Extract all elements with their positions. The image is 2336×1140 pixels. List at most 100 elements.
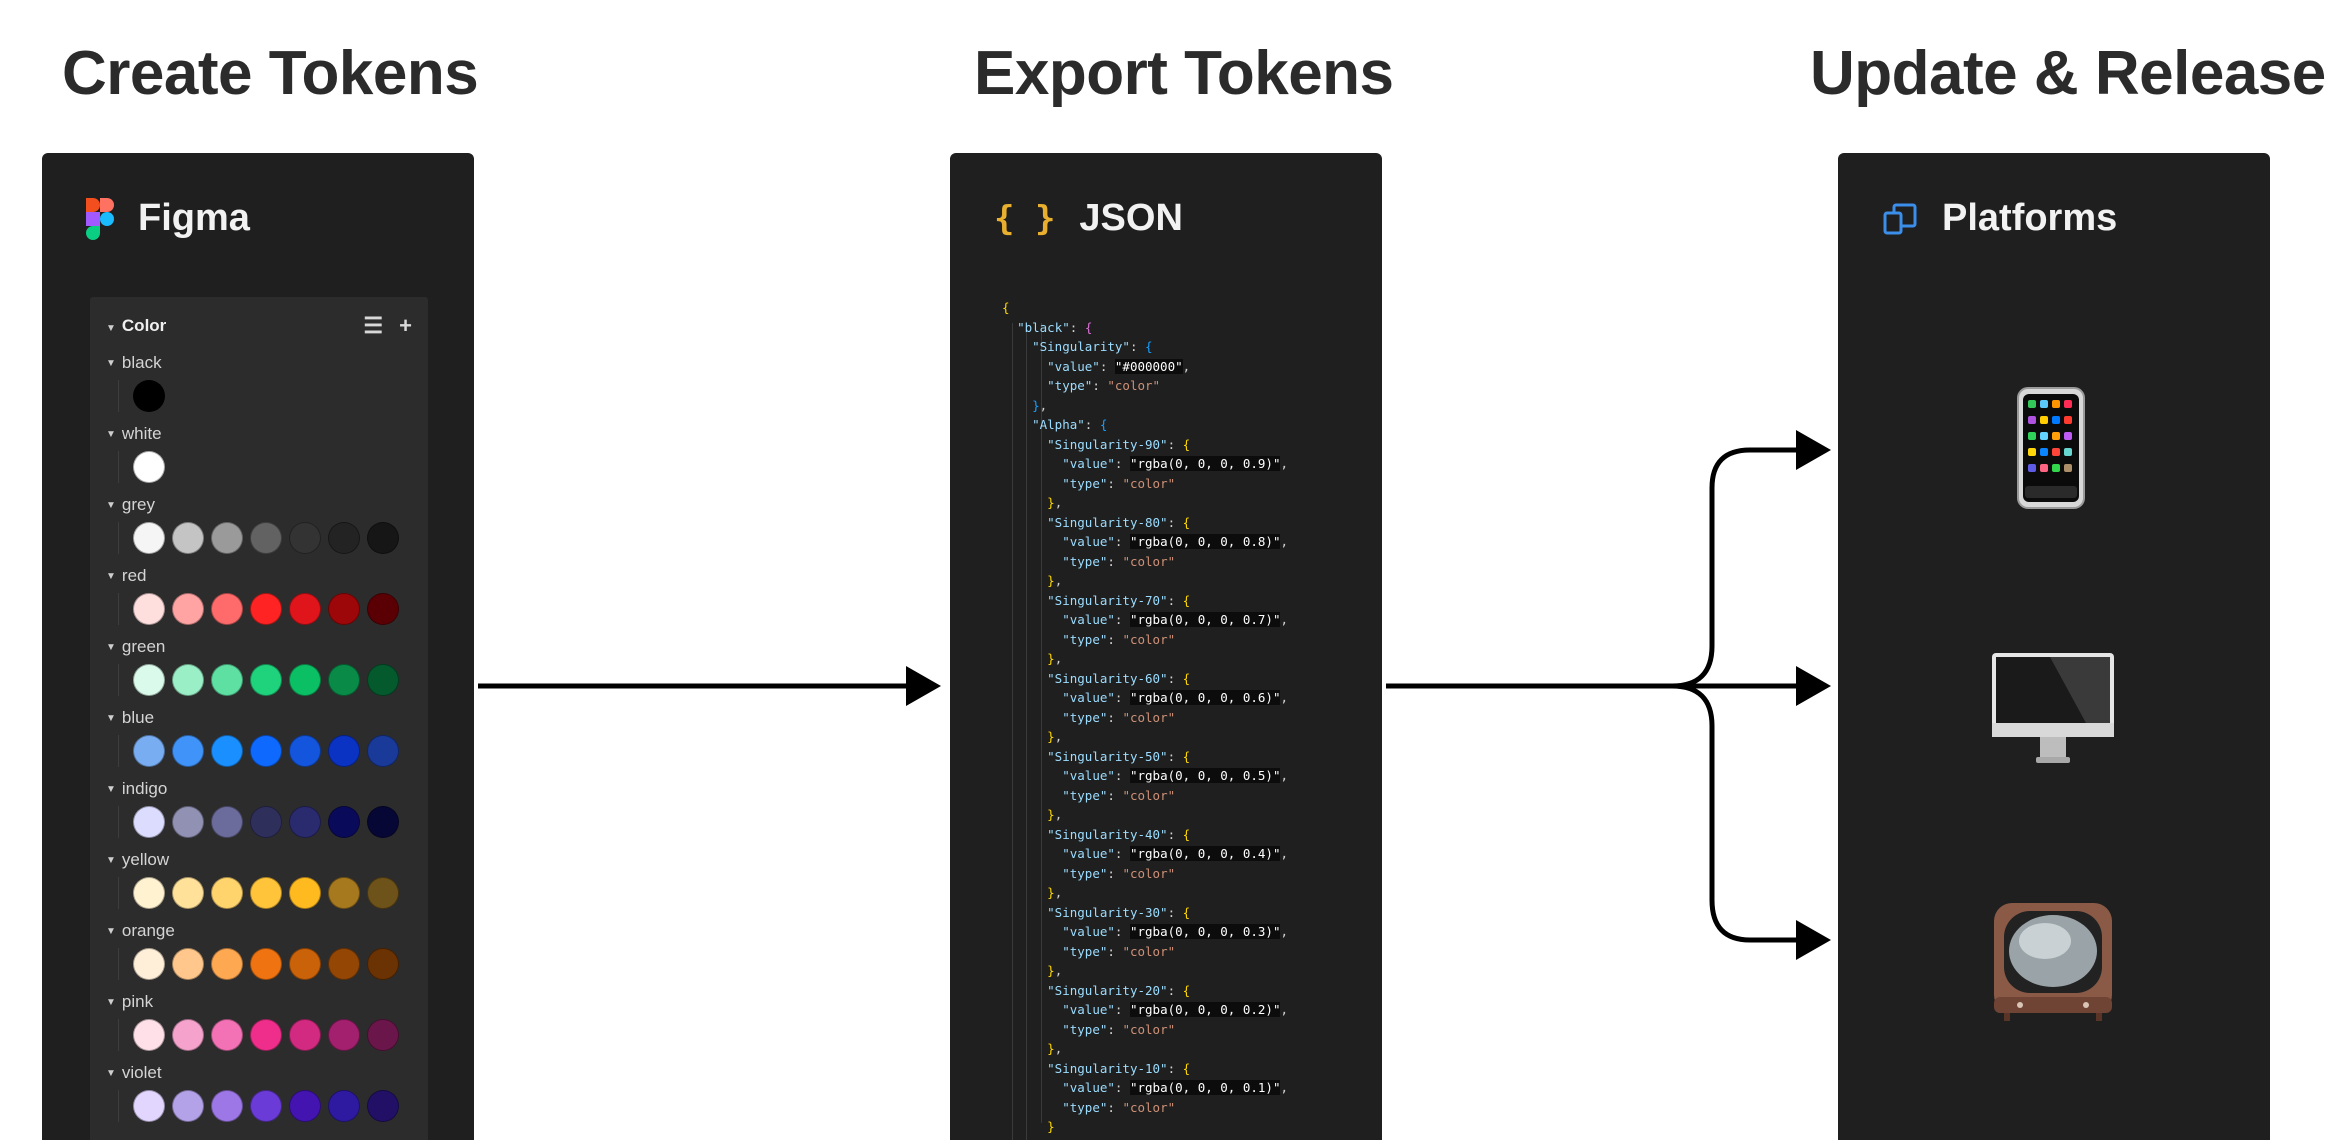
platforms-panel: Platforms	[1838, 153, 2270, 1140]
color-swatch[interactable]	[328, 1090, 360, 1122]
color-swatch[interactable]	[172, 948, 204, 980]
color-swatch[interactable]	[133, 806, 165, 838]
color-swatch[interactable]	[367, 1019, 399, 1051]
color-swatch[interactable]	[289, 1090, 321, 1122]
color-swatch[interactable]	[133, 593, 165, 625]
color-swatch[interactable]	[289, 664, 321, 696]
color-group-toggle[interactable]: ▼indigo	[106, 778, 412, 800]
color-swatch[interactable]	[133, 522, 165, 554]
color-group-toggle[interactable]: ▼orange	[106, 920, 412, 942]
color-swatch[interactable]	[172, 1019, 204, 1051]
color-swatch[interactable]	[250, 735, 282, 767]
color-swatch[interactable]	[133, 451, 165, 483]
code-token: :	[1167, 436, 1183, 452]
color-swatch[interactable]	[211, 877, 243, 909]
color-swatch[interactable]	[289, 877, 321, 909]
color-swatch[interactable]	[133, 380, 165, 412]
color-swatch[interactable]	[172, 522, 204, 554]
color-swatch[interactable]	[367, 664, 399, 696]
code-line: "type": "color"	[1002, 552, 1362, 572]
color-swatch[interactable]	[133, 735, 165, 767]
code-token: "#000000"	[1114, 358, 1183, 374]
color-swatch[interactable]	[328, 1019, 360, 1051]
code-token: "rgba(0, 0, 0, 0.3)"	[1129, 924, 1281, 939]
color-swatch[interactable]	[250, 1019, 282, 1051]
color-swatch[interactable]	[367, 1090, 399, 1122]
caret-down-icon: ▼	[106, 357, 116, 369]
color-swatch[interactable]	[211, 1019, 243, 1051]
color-swatch[interactable]	[250, 1090, 282, 1122]
code-token: "color"	[1122, 1099, 1176, 1115]
color-swatch[interactable]	[328, 522, 360, 554]
color-swatch[interactable]	[367, 806, 399, 838]
color-swatch[interactable]	[133, 664, 165, 696]
color-swatch[interactable]	[250, 664, 282, 696]
code-token: {	[1182, 1060, 1191, 1076]
color-swatch[interactable]	[211, 522, 243, 554]
color-swatch[interactable]	[211, 664, 243, 696]
color-swatch[interactable]	[250, 593, 282, 625]
color-swatch[interactable]	[250, 806, 282, 838]
color-swatch[interactable]	[328, 593, 360, 625]
color-swatch[interactable]	[211, 806, 243, 838]
color-swatch[interactable]	[172, 1090, 204, 1122]
color-swatch[interactable]	[367, 522, 399, 554]
color-swatch[interactable]	[328, 735, 360, 767]
color-swatch[interactable]	[328, 806, 360, 838]
color-swatch[interactable]	[172, 806, 204, 838]
color-swatch[interactable]	[367, 948, 399, 980]
list-view-icon[interactable]: ☰	[363, 313, 384, 338]
color-swatch[interactable]	[289, 735, 321, 767]
palette-section-toggle[interactable]: ▼Color	[106, 316, 166, 336]
color-swatch[interactable]	[211, 1090, 243, 1122]
code-token: :	[1167, 1060, 1183, 1076]
color-swatch[interactable]	[250, 948, 282, 980]
color-swatch[interactable]	[289, 593, 321, 625]
code-line: },	[1002, 396, 1362, 416]
color-group-violet: ▼violet	[106, 1062, 412, 1122]
code-line: "Singularity-50": {	[1002, 747, 1362, 767]
color-swatch[interactable]	[328, 948, 360, 980]
color-swatch[interactable]	[328, 877, 360, 909]
color-swatch[interactable]	[172, 664, 204, 696]
color-swatch[interactable]	[133, 948, 165, 980]
color-swatch[interactable]	[289, 522, 321, 554]
color-swatch[interactable]	[211, 593, 243, 625]
desktop-monitor-icon	[1992, 653, 2114, 763]
code-token: }	[1032, 1139, 1040, 1140]
color-group-toggle[interactable]: ▼violet	[106, 1062, 412, 1084]
swatch-row	[118, 877, 412, 909]
color-group-toggle[interactable]: ▼black	[106, 352, 412, 374]
code-token: :	[1069, 319, 1085, 335]
color-group-toggle[interactable]: ▼grey	[106, 494, 412, 516]
color-swatch[interactable]	[133, 1090, 165, 1122]
color-swatch[interactable]	[289, 948, 321, 980]
color-swatch[interactable]	[211, 948, 243, 980]
color-swatch[interactable]	[172, 735, 204, 767]
color-swatch[interactable]	[133, 1019, 165, 1051]
color-swatch[interactable]	[367, 593, 399, 625]
color-group-toggle[interactable]: ▼white	[106, 423, 412, 445]
platforms-icon	[1883, 203, 1917, 234]
color-group-toggle[interactable]: ▼yellow	[106, 849, 412, 871]
color-group-toggle[interactable]: ▼green	[106, 636, 412, 658]
color-swatch[interactable]	[289, 806, 321, 838]
color-group-toggle[interactable]: ▼pink	[106, 991, 412, 1013]
code-token: "rgba(0, 0, 0, 0.5)"	[1129, 768, 1281, 783]
color-group-toggle[interactable]: ▼red	[106, 565, 412, 587]
code-token: "rgba(0, 0, 0, 0.8)"	[1129, 534, 1281, 549]
color-swatch[interactable]	[367, 735, 399, 767]
color-swatch[interactable]	[328, 664, 360, 696]
code-token: }	[1032, 397, 1040, 413]
color-swatch[interactable]	[289, 1019, 321, 1051]
color-swatch[interactable]	[250, 522, 282, 554]
color-swatch[interactable]	[133, 877, 165, 909]
color-swatch[interactable]	[367, 877, 399, 909]
color-swatch[interactable]	[211, 735, 243, 767]
code-token: "value"	[1062, 690, 1115, 705]
color-swatch[interactable]	[172, 877, 204, 909]
color-group-toggle[interactable]: ▼blue	[106, 707, 412, 729]
color-swatch[interactable]	[172, 593, 204, 625]
add-icon[interactable]: +	[399, 313, 412, 338]
color-swatch[interactable]	[250, 877, 282, 909]
